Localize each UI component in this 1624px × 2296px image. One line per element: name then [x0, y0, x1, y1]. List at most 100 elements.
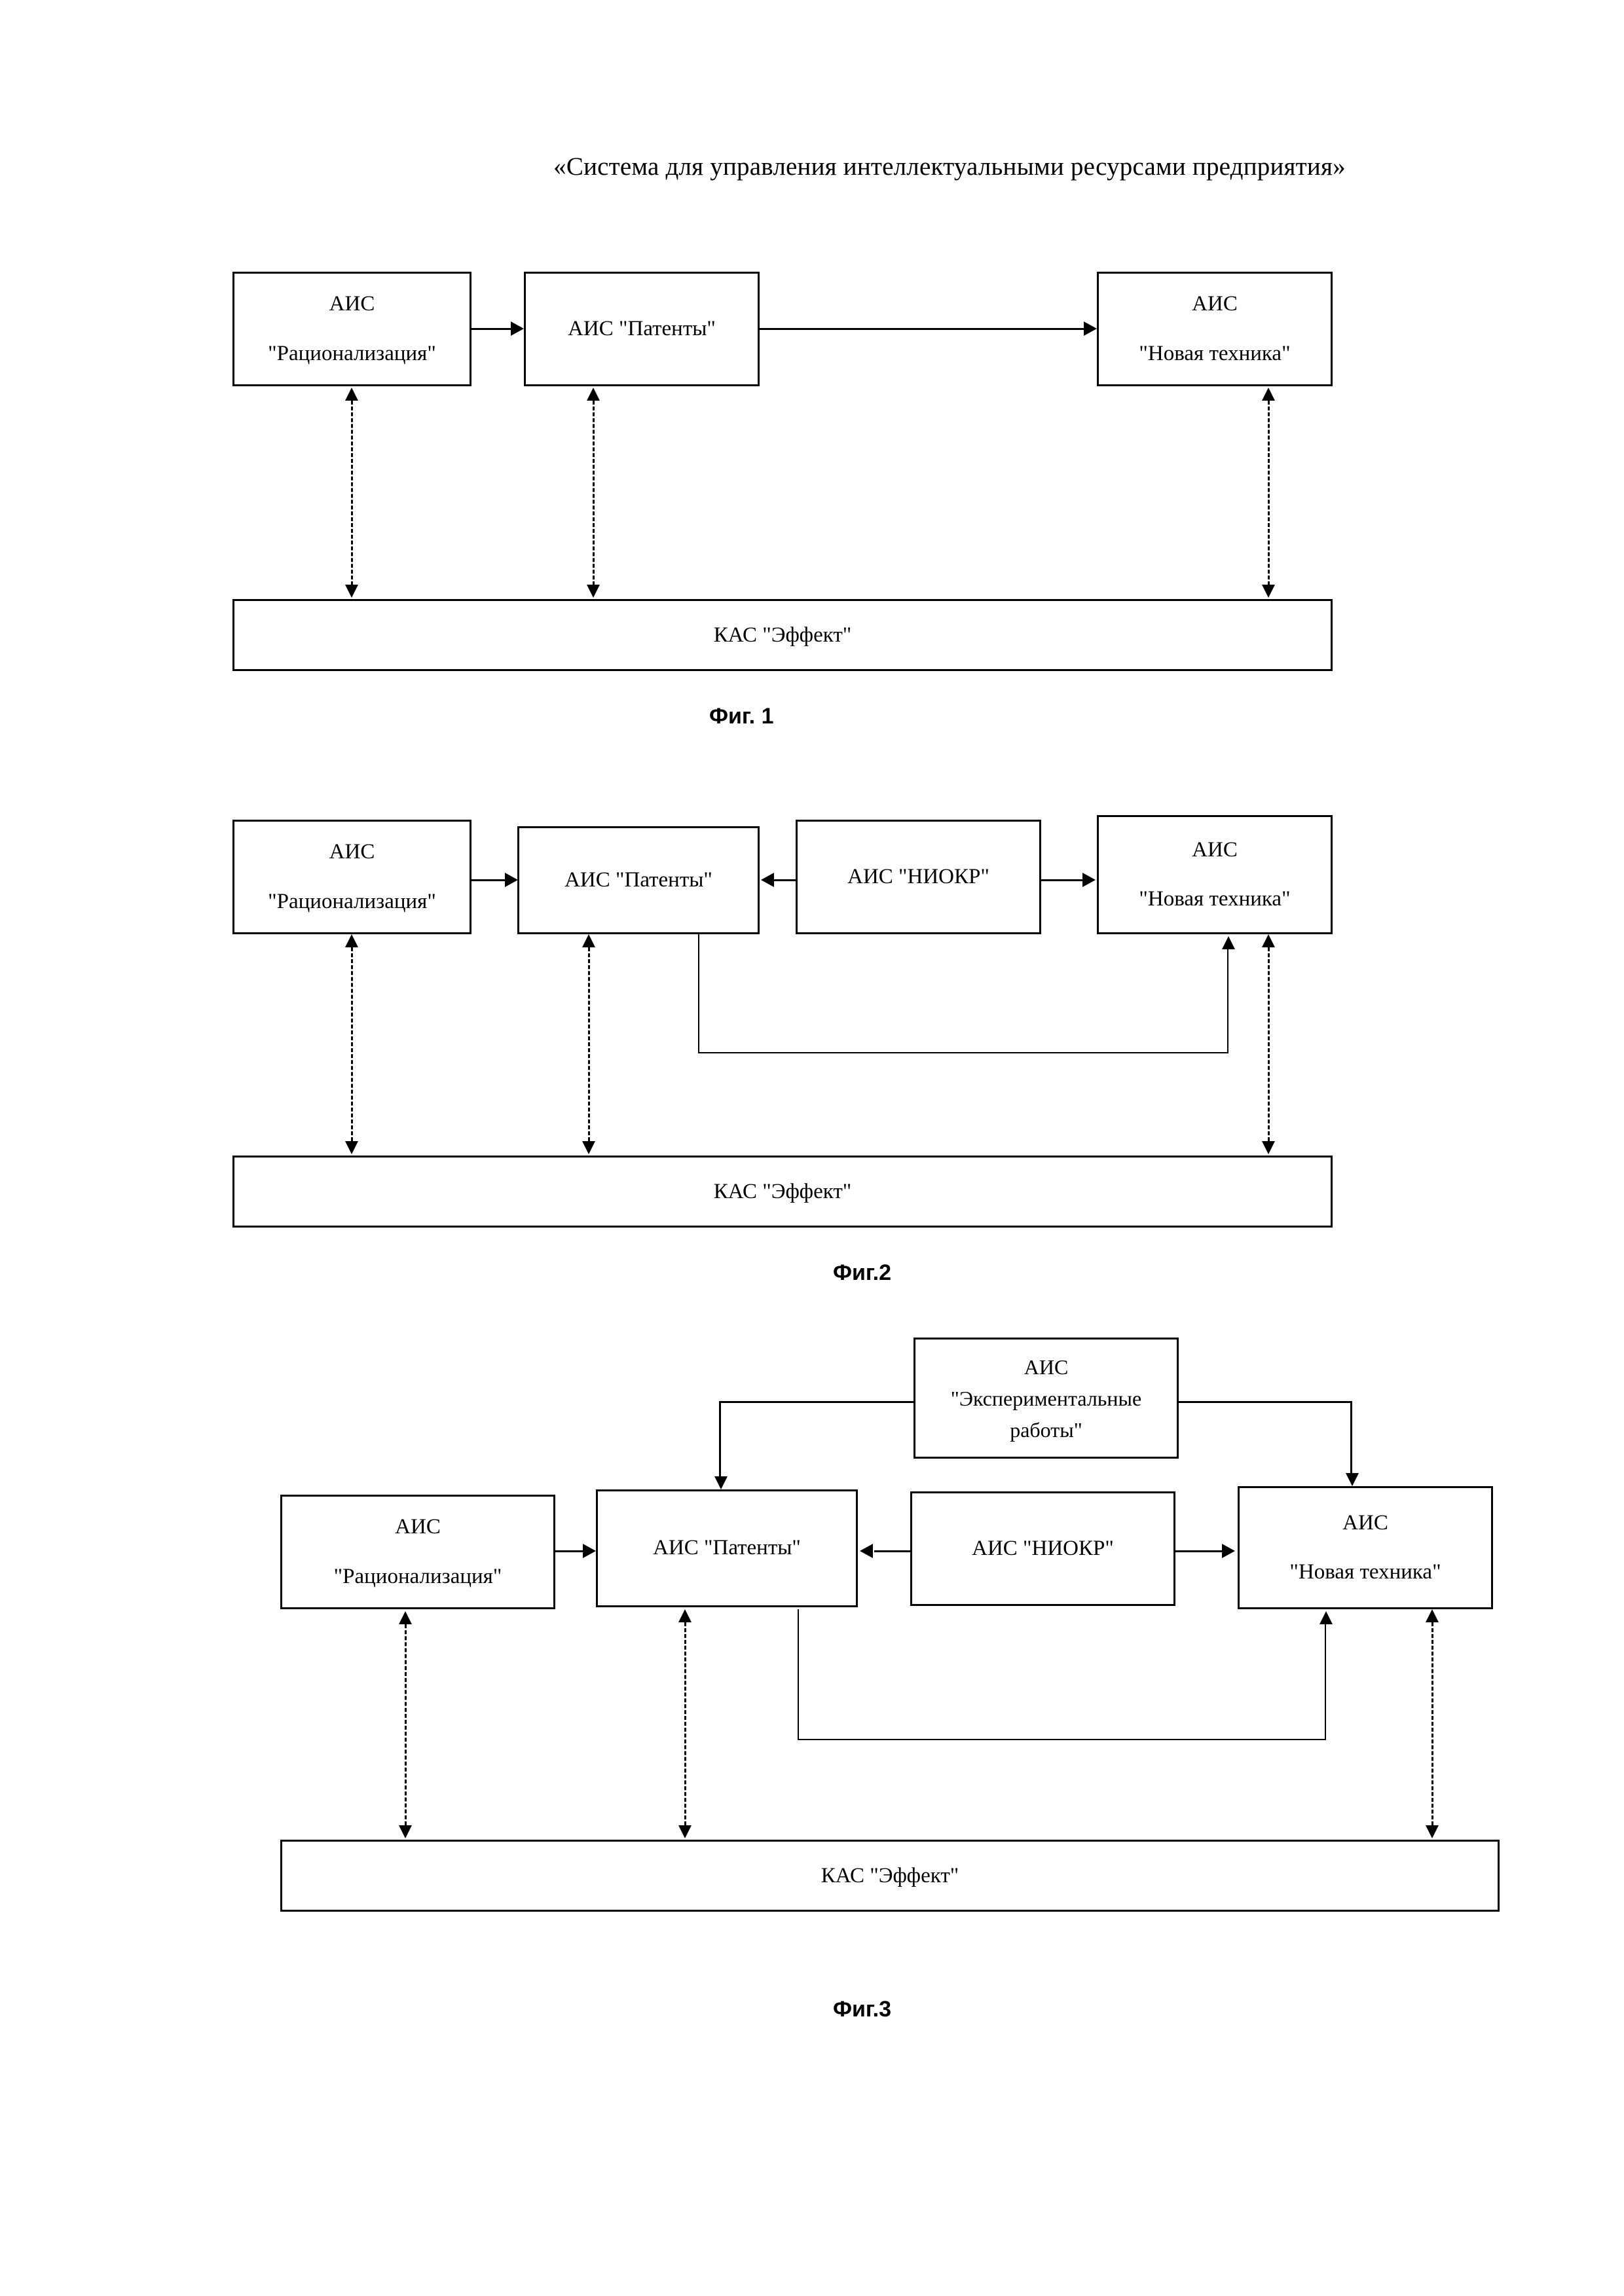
figure-2-caption: Фиг.2 — [833, 1260, 892, 1285]
page-title: «Система для управления интеллектуальным… — [0, 152, 1624, 181]
fig3-arrowhead-down-newtech — [1426, 1825, 1439, 1838]
fig3-edge-niokr-to-newtech — [1175, 1550, 1224, 1552]
fig1-arrowhead-up-patents — [587, 388, 600, 401]
fig3-edge-rationalization-to-kas — [405, 1624, 407, 1825]
fig3-edge-experimental-right-horizontal — [1177, 1401, 1352, 1403]
fig3-edge-experimental-left-vertical — [719, 1401, 721, 1478]
fig2-arrowhead-down-newtech — [1262, 1141, 1275, 1154]
fig3-arrowhead-down-rationalization — [399, 1825, 412, 1838]
fig3-node-ais-experimental[interactable]: АИС "Экспериментальные работы" — [913, 1338, 1179, 1459]
fig2-node-ais-patents[interactable]: АИС "Патенты" — [517, 826, 760, 934]
fig3-arrowhead-experimental-to-newtech — [1346, 1473, 1359, 1486]
fig3-edge-rationalization-to-patents — [555, 1550, 585, 1552]
fig3-edge-patents-up-leg — [1325, 1624, 1326, 1740]
fig3-edge-patents-horizontal-leg — [798, 1739, 1326, 1740]
fig3-arrowhead-up-patents — [678, 1609, 692, 1622]
fig3-experimental-line2: "Экспериментальные — [950, 1386, 1142, 1410]
fig3-arrowhead-experimental-to-patents — [714, 1476, 728, 1489]
fig1-rationalization-line1: АИС — [329, 292, 375, 316]
fig1-node-ais-patents[interactable]: АИС "Патенты" — [524, 272, 760, 386]
fig1-node-ais-rationalization[interactable]: АИС "Рационализация" — [232, 272, 471, 386]
fig3-arrowhead-down-patents — [678, 1825, 692, 1838]
fig1-edge-newtech-to-kas — [1268, 401, 1270, 585]
fig3-node-kas-effect[interactable]: КАС "Эффект" — [280, 1840, 1500, 1912]
fig2-node-ais-rationalization[interactable]: АИС "Рационализация" — [232, 820, 471, 934]
fig1-node-kas-effect[interactable]: КАС "Эффект" — [232, 599, 1333, 671]
fig2-edge-rationalization-to-kas — [351, 947, 353, 1141]
fig2-edge-newtech-to-kas — [1268, 947, 1270, 1141]
fig1-arrowhead-up-rationalization — [345, 388, 358, 401]
fig2-arrowhead-niokr-to-newtech — [1082, 873, 1096, 887]
fig2-node-ais-niokr[interactable]: АИС "НИОКР" — [796, 820, 1041, 934]
fig3-node-ais-rationalization[interactable]: АИС "Рационализация" — [280, 1495, 555, 1609]
fig2-edge-rationalization-to-patents — [471, 879, 507, 881]
fig3-rationalization-line2: "Рационализация" — [333, 1564, 502, 1588]
fig1-edge-rationalization-to-kas — [351, 401, 353, 585]
fig3-node-ais-patents[interactable]: АИС "Патенты" — [596, 1489, 858, 1607]
fig3-edge-experimental-right-vertical — [1350, 1401, 1352, 1474]
fig1-arrowhead-down-newtech — [1262, 585, 1275, 598]
fig3-edge-newtech-to-kas — [1431, 1622, 1433, 1825]
fig2-edge-patents-to-kas — [588, 947, 590, 1141]
fig2-arrowhead-up-rationalization — [345, 934, 358, 947]
fig3-experimental-line1: АИС — [1024, 1355, 1069, 1379]
fig2-arrowhead-down-rationalization — [345, 1141, 358, 1154]
fig1-arrowhead-patents-to-newtech — [1084, 321, 1097, 336]
fig3-arrowhead-patents-to-newtech — [1320, 1611, 1333, 1624]
fig2-edge-patents-horizontal-leg — [698, 1052, 1228, 1053]
fig3-kas-effect-label: КАС "Эффект" — [821, 1863, 959, 1887]
fig2-edge-patents-up-leg — [1227, 949, 1228, 1053]
fig1-arrowhead-rationalization-to-patents — [511, 321, 524, 336]
fig2-arrowhead-patents-to-newtech — [1222, 936, 1235, 949]
fig3-arrowhead-up-rationalization — [399, 1611, 412, 1624]
fig2-rationalization-line2: "Рационализация" — [268, 889, 436, 913]
fig3-edge-experimental-left-horizontal — [719, 1401, 915, 1403]
fig3-niokr-label: АИС "НИОКР" — [972, 1536, 1114, 1560]
fig1-newtech-line1: АИС — [1192, 292, 1238, 316]
fig3-rationalization-line1: АИС — [395, 1515, 441, 1539]
fig2-node-kas-effect[interactable]: КАС "Эффект" — [232, 1156, 1333, 1228]
fig1-rationalization-line2: "Рационализация" — [268, 341, 436, 365]
fig2-arrowhead-niokr-to-patents — [761, 873, 774, 887]
fig2-edge-niokr-to-newtech — [1041, 879, 1084, 881]
fig3-arrowhead-niokr-to-newtech — [1222, 1544, 1235, 1558]
fig3-newtech-line1: АИС — [1342, 1510, 1388, 1535]
fig2-arrowhead-down-patents — [582, 1141, 595, 1154]
fig1-kas-effect-label: КАС "Эффект" — [713, 623, 852, 647]
fig2-patents-label: АИС "Патенты" — [564, 867, 712, 892]
page-title-text: «Система для управления интеллектуальным… — [553, 153, 1346, 181]
figure-1-caption: Фиг. 1 — [709, 704, 774, 729]
fig3-patents-label: АИС "Патенты" — [653, 1536, 801, 1560]
fig2-newtech-line1: АИС — [1192, 837, 1238, 862]
fig3-edge-patents-to-kas — [684, 1622, 686, 1825]
fig1-node-ais-new-tech[interactable]: АИС "Новая техника" — [1097, 272, 1333, 386]
fig2-arrowhead-up-newtech — [1262, 934, 1275, 947]
fig2-niokr-label: АИС "НИОКР" — [847, 864, 989, 888]
fig3-edge-patents-down-leg — [798, 1609, 799, 1740]
fig2-edge-patents-down-leg — [698, 934, 699, 1053]
fig1-patents-label: АИС "Патенты" — [568, 316, 716, 340]
fig3-node-ais-niokr[interactable]: АИС "НИОКР" — [910, 1491, 1175, 1606]
fig2-node-ais-new-tech[interactable]: АИС "Новая техника" — [1097, 815, 1333, 934]
fig2-kas-effect-label: КАС "Эффект" — [713, 1179, 852, 1203]
fig3-node-ais-new-tech[interactable]: АИС "Новая техника" — [1238, 1486, 1493, 1609]
fig3-arrowhead-rationalization-to-patents — [583, 1544, 596, 1558]
fig3-edge-niokr-to-patents — [874, 1550, 911, 1552]
fig3-experimental-line3: работы" — [1010, 1417, 1082, 1442]
fig1-edge-rationalization-to-patents — [471, 328, 512, 330]
fig3-newtech-line2: "Новая техника" — [1289, 1560, 1441, 1584]
fig1-edge-patents-to-newtech — [760, 328, 1085, 330]
fig3-arrowhead-niokr-to-patents — [860, 1544, 873, 1558]
fig1-arrowhead-up-newtech — [1262, 388, 1275, 401]
figure-3-caption: Фиг.3 — [833, 1997, 892, 2022]
fig1-arrowhead-down-patents — [587, 585, 600, 598]
fig2-arrowhead-up-patents — [582, 934, 595, 947]
fig2-newtech-line2: "Новая техника" — [1139, 887, 1291, 911]
fig1-newtech-line2: "Новая техника" — [1139, 341, 1291, 365]
fig2-edge-niokr-to-patents — [774, 879, 798, 881]
fig1-edge-patents-to-kas — [593, 401, 595, 585]
fig3-arrowhead-up-newtech — [1426, 1609, 1439, 1622]
fig2-rationalization-line1: АИС — [329, 840, 375, 864]
fig2-arrowhead-rationalization-to-patents — [505, 873, 518, 887]
